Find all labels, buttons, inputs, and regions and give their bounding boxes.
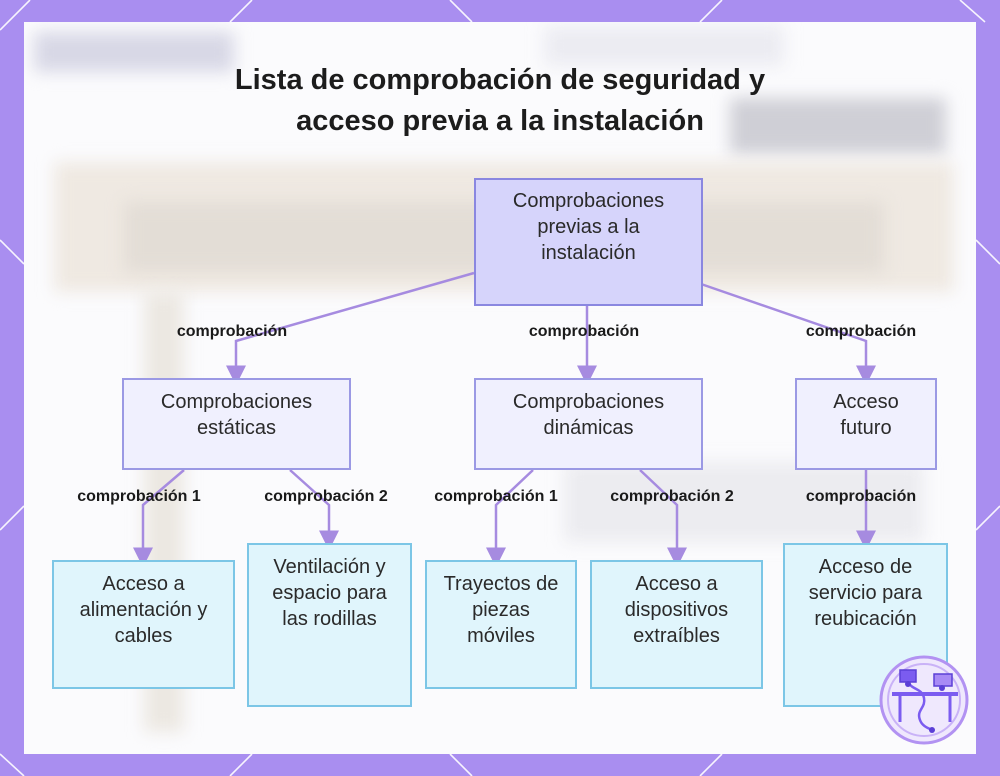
title-line-1: Lista de comprobación de seguridad y xyxy=(234,64,766,96)
edge-static-power xyxy=(133,469,185,568)
node-root[interactable]: Comprobaciones previas a la instalación xyxy=(474,178,703,306)
edge-label-static-vent: comprobación 2 xyxy=(264,488,388,505)
node-static-label: Comprobaciones estáticas xyxy=(160,391,313,439)
edge-label-dynamic-moving: comprobación 1 xyxy=(434,488,558,505)
desk-network-icon xyxy=(879,655,969,745)
node-static[interactable]: Comprobaciones estáticas xyxy=(122,378,351,470)
edge-label-root-static: comprobación xyxy=(176,323,288,340)
edge-label-dynamic-devices: comprobación 2 xyxy=(610,488,734,505)
edge-dynamic-devices xyxy=(639,469,687,568)
edge-root-future xyxy=(700,282,876,386)
edge-label-root-future: comprobación xyxy=(805,323,917,340)
node-power[interactable]: Acceso a alimentación y cables xyxy=(52,560,235,689)
node-vent[interactable]: Ventilación y espacio para las rodillas xyxy=(247,543,412,707)
node-moving[interactable]: Trayectos de piezas móviles xyxy=(425,560,577,689)
node-moving-label: Trayectos de piezas móviles xyxy=(443,573,559,647)
node-future-label: Acceso futuro xyxy=(833,391,899,439)
edge-static-vent xyxy=(289,469,339,551)
node-root-label: Comprobaciones previas a la instalación xyxy=(512,190,665,264)
edge-label-root-dynamic: comprobación xyxy=(528,323,640,340)
edge-dynamic-moving xyxy=(486,469,534,568)
edge-label-static-power: comprobación 1 xyxy=(77,488,201,505)
node-service-label: Acceso de servicio para reubicación xyxy=(808,556,923,630)
node-vent-label: Ventilación y espacio para las rodillas xyxy=(272,556,387,630)
node-future[interactable]: Acceso futuro xyxy=(795,378,937,470)
title-line-2: acceso previa a la instalación xyxy=(296,105,704,137)
node-dynamic-label: Comprobaciones dinámicas xyxy=(512,391,665,439)
node-devices[interactable]: Acceso a dispositivos extraíbles xyxy=(590,560,763,689)
edge-root-static xyxy=(226,271,475,386)
edge-label-future-service: comprobación xyxy=(805,488,917,505)
node-power-label: Acceso a alimentación y cables xyxy=(79,573,208,647)
diagram-title: Lista de comprobación de seguridad y acc… xyxy=(0,60,1000,142)
node-devices-label: Acceso a dispositivos extraíbles xyxy=(624,573,729,647)
node-dynamic[interactable]: Comprobaciones dinámicas xyxy=(474,378,703,470)
